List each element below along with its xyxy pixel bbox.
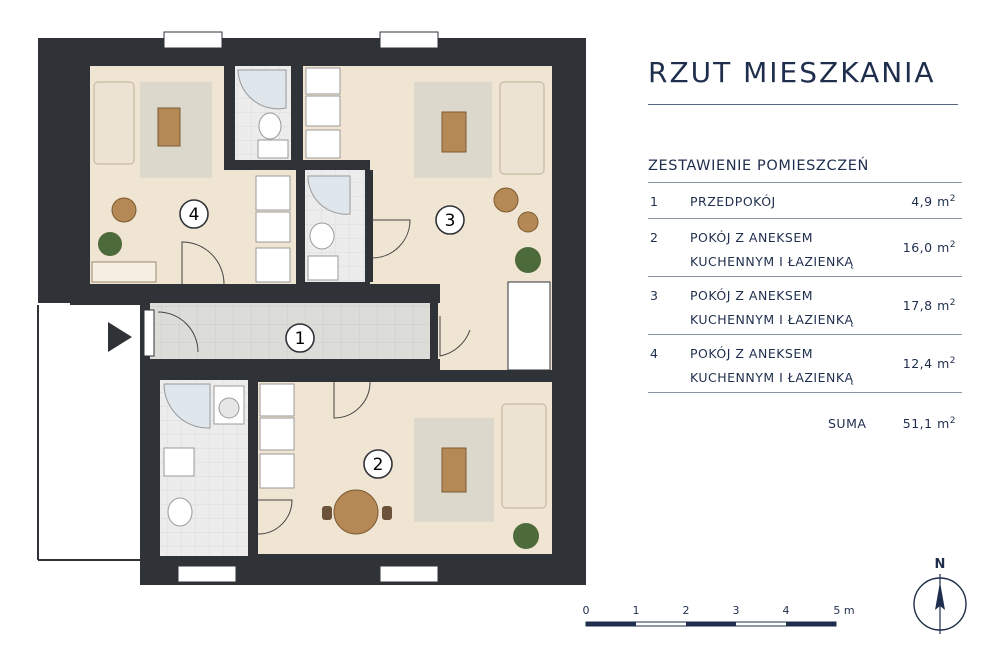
windows — [143, 31, 551, 583]
title-divider — [648, 104, 958, 105]
row-name-line-2: KUCHENNYM I ŁAZIENKĄ — [690, 254, 854, 269]
room-2-bath-fixtures — [163, 383, 245, 527]
scale-label: 0 — [583, 604, 590, 617]
scale-bar: 0 1 2 3 4 5 m — [583, 604, 855, 627]
row-number: 3 — [650, 288, 659, 303]
room-2-kitchenette — [259, 383, 295, 489]
room-3-bath-fixtures — [307, 175, 351, 281]
row-area: 17,8 m2 — [902, 298, 956, 314]
scale-label: 4 — [783, 604, 790, 617]
sum-area: 51,1 m2 — [902, 416, 956, 432]
room-label-2: 2 — [373, 455, 384, 475]
info-panel: RZUT MIESZKANIA ZESTAWIENIE POMIESZCZEŃ … — [620, 0, 980, 667]
table-divider — [648, 334, 962, 335]
scale-label: 2 — [683, 604, 690, 617]
row-name-line-1: POKÓJ Z ANEKSEM — [690, 288, 814, 303]
row-name-line-2: KUCHENNYM I ŁAZIENKĄ — [690, 370, 854, 385]
room-4-bath-fixtures — [237, 69, 289, 159]
room-label-1: 1 — [295, 329, 306, 349]
table-divider — [648, 218, 962, 219]
row-area: 12,4 m2 — [902, 356, 956, 372]
row-area: 16,0 m2 — [902, 240, 956, 256]
compass-label: N — [935, 557, 946, 572]
row-number: 2 — [650, 230, 659, 245]
room-2-furniture — [322, 403, 547, 549]
page-title: RZUT MIESZKANIA — [648, 56, 936, 89]
interior-walls — [140, 60, 586, 580]
table-divider — [648, 182, 962, 183]
row-number: 1 — [650, 194, 659, 209]
room-3-furniture — [414, 81, 545, 273]
room-4-furniture — [91, 81, 212, 283]
north-compass-icon: N — [913, 557, 967, 634]
floor-plan: 1 2 3 4 — [37, 31, 586, 585]
room-label-4: 4 — [189, 205, 200, 225]
row-name-line-1: POKÓJ Z ANEKSEM — [690, 230, 814, 245]
room-labels: 1 2 3 4 — [179, 199, 465, 479]
table-divider — [648, 392, 962, 393]
room-4-kitchenette — [255, 175, 291, 283]
row-area: 4,9 m2 — [911, 194, 956, 210]
scale-label: 5 m — [833, 604, 854, 617]
row-name-line-2: KUCHENNYM I ŁAZIENKĄ — [690, 312, 854, 327]
scale-label: 1 — [633, 604, 640, 617]
scale-label: 3 — [733, 604, 740, 617]
entrance-arrow-icon — [108, 322, 132, 352]
room-3-kitchenette — [305, 67, 341, 159]
table-title: ZESTAWIENIE POMIESZCZEŃ — [648, 158, 869, 174]
doors — [157, 219, 471, 535]
table-divider — [648, 276, 962, 277]
row-number: 4 — [650, 346, 659, 361]
row-name-line-1: POKÓJ Z ANEKSEM — [690, 346, 814, 361]
sum-label: SUMA — [828, 416, 867, 431]
row-name: PRZEDPOKÓJ — [690, 194, 776, 209]
room-label-3: 3 — [445, 211, 456, 231]
